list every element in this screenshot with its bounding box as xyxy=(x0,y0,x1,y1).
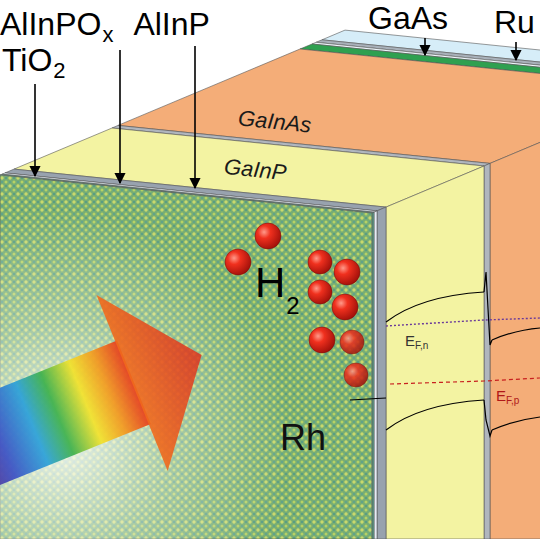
layer-label: AlInPO xyxy=(0,8,101,40)
subscript: F,n xyxy=(415,341,428,351)
subscript: x xyxy=(102,24,113,46)
leader-arrows xyxy=(35,38,516,188)
layer-name: GaInP xyxy=(223,156,287,184)
light-arrow xyxy=(0,267,237,539)
fermi-level-label: E xyxy=(405,333,415,348)
product-label: H xyxy=(255,262,285,304)
layer-label: Ru xyxy=(494,6,535,38)
band-diagram xyxy=(350,272,540,436)
layer-name: GaInAs xyxy=(237,107,312,136)
layer-band: GaInAs xyxy=(233,105,317,139)
layer-label: AlInP xyxy=(133,8,209,40)
subscript: 2 xyxy=(286,294,299,318)
fermi-level-label: E xyxy=(496,388,506,403)
layer-label: GaAs xyxy=(368,2,448,34)
subscript: F,p xyxy=(506,396,519,406)
hydrogen-bubbles xyxy=(225,223,368,387)
layer-band: GaInP xyxy=(219,154,292,187)
layer-label: TiO xyxy=(2,44,52,76)
subscript: 2 xyxy=(53,60,65,82)
catalyst-label: Rh xyxy=(280,420,326,456)
